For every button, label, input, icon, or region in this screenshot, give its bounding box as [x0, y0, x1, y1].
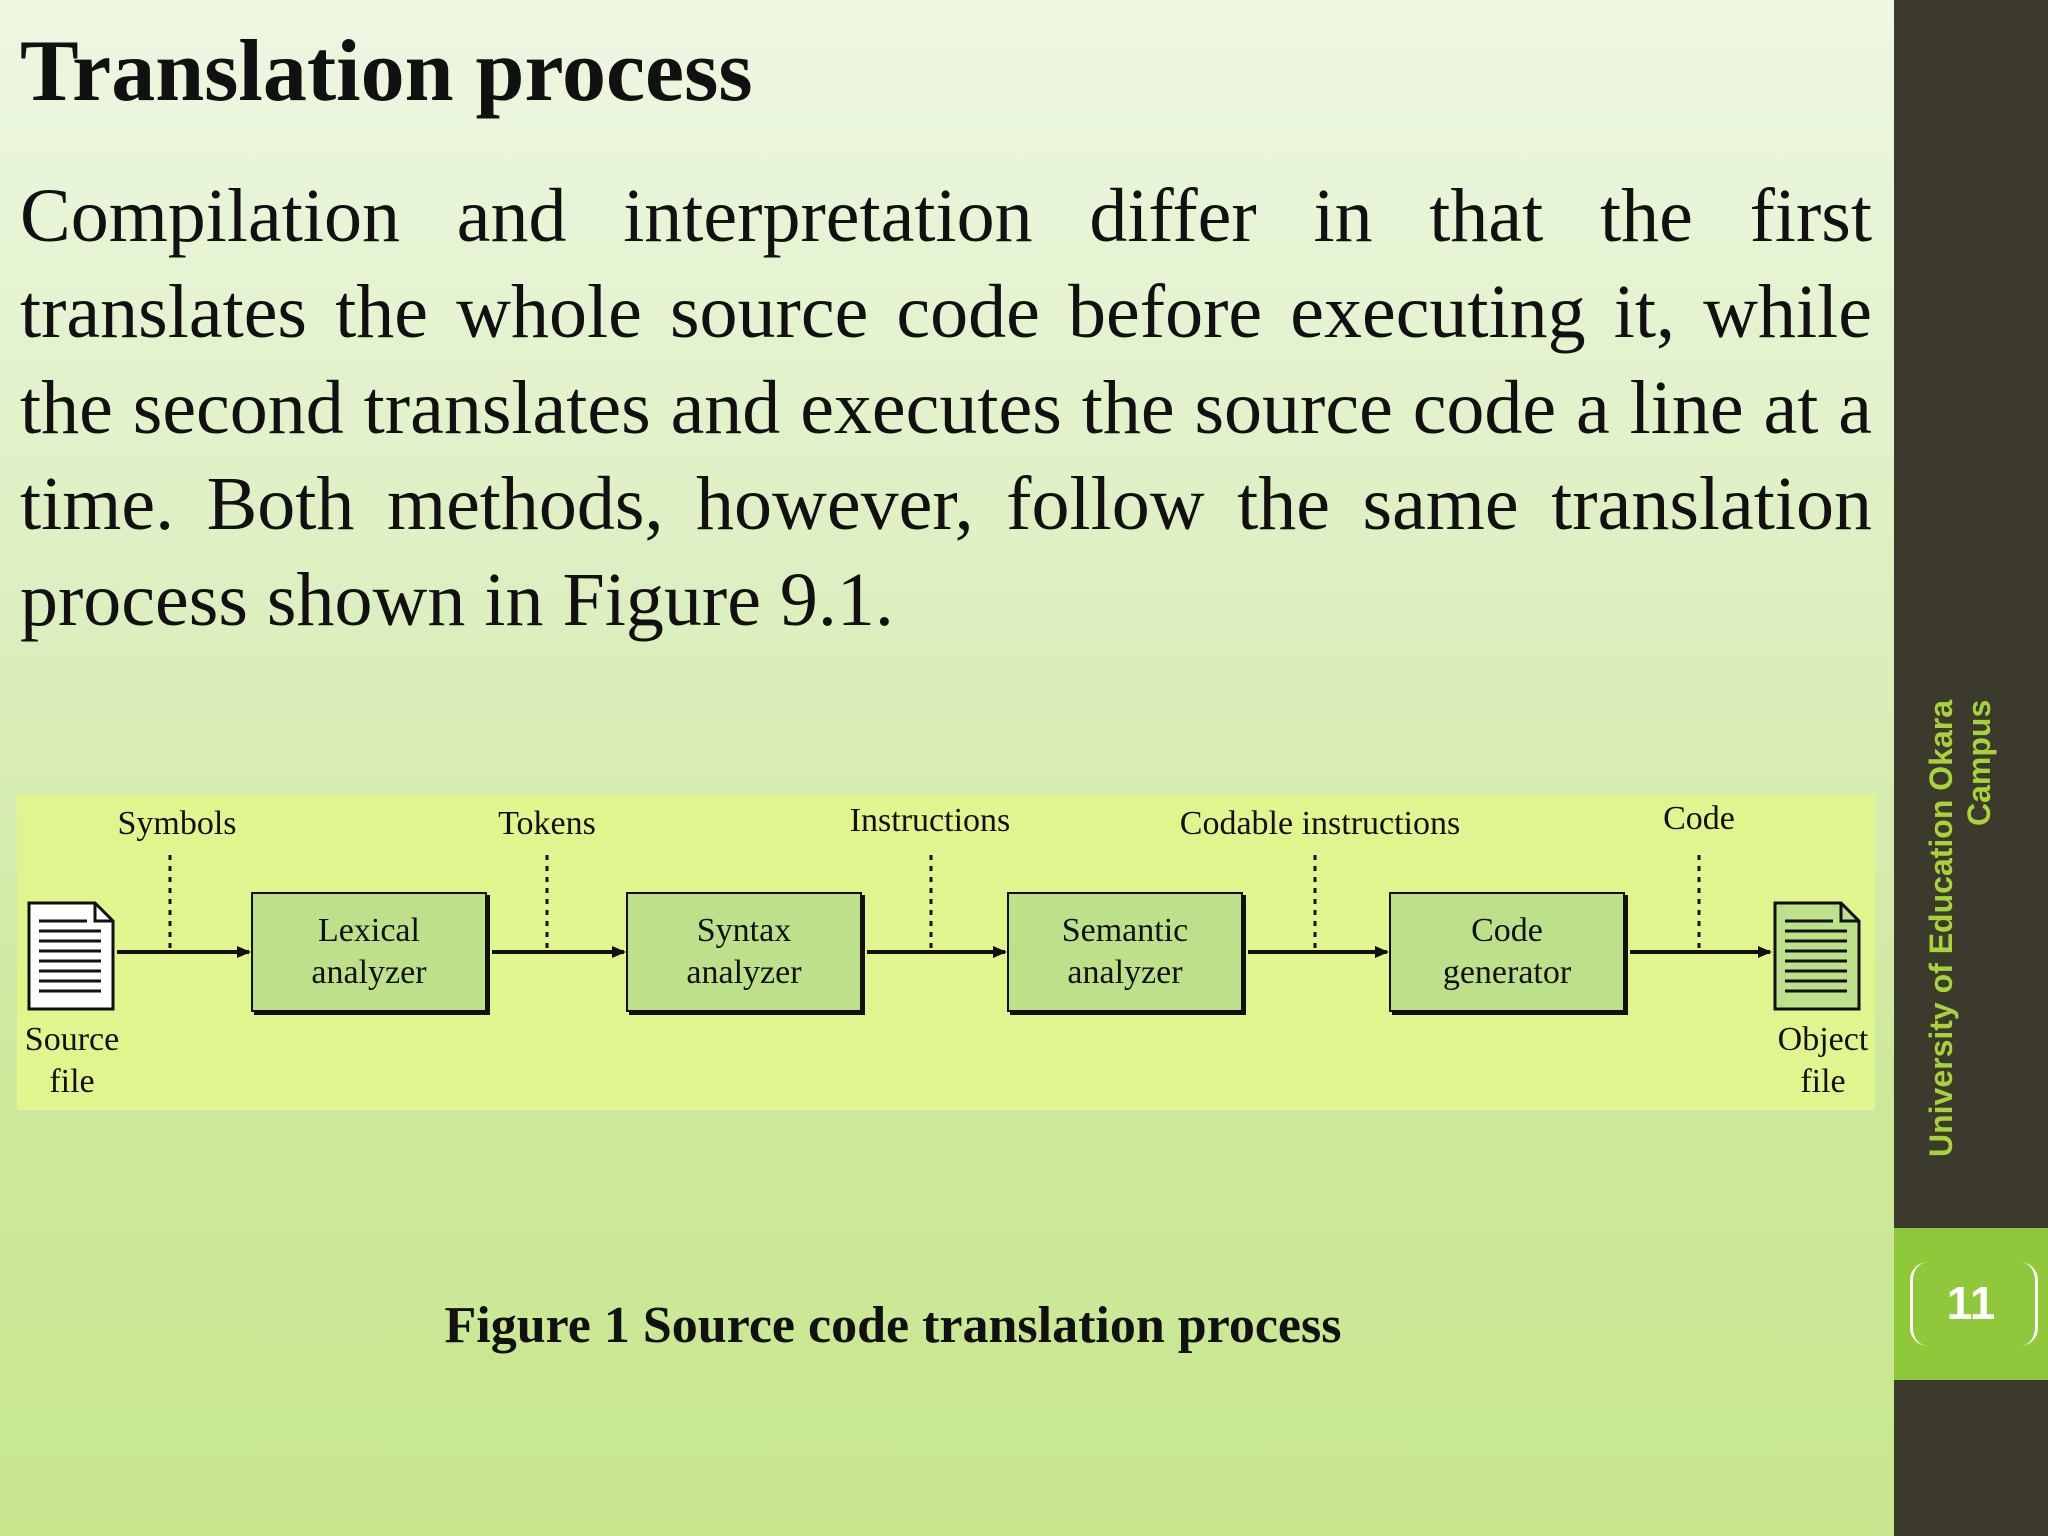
stage-box-semantic-analyzer: Semantic analyzer — [1007, 892, 1246, 1015]
stage-label-line1: Semantic — [1062, 912, 1189, 949]
page-number-bracket — [1910, 1262, 2038, 1346]
flow-label-codable-instructions: Codable instructions — [1180, 805, 1460, 842]
source-file-label-line1: Source — [25, 1021, 119, 1058]
stage-box-code-generator: Code generator — [1389, 892, 1628, 1015]
sidebar-institution-text: University of Education Okara Campus — [1923, 700, 1997, 1158]
stage-label-line2: analyzer — [1067, 954, 1183, 991]
stage-box-syntax-analyzer: Syntax analyzer — [626, 892, 865, 1015]
stage-label-line2: analyzer — [686, 954, 802, 991]
slide-background — [0, 0, 1894, 1536]
page-number: 11 — [1946, 1277, 1996, 1329]
object-file-label-line1: Object — [1778, 1021, 1869, 1058]
figure-caption: Figure 1 Source code translation process — [444, 1297, 1342, 1354]
stage-label-line2: generator — [1443, 954, 1572, 991]
source-file-icon — [27, 901, 115, 1011]
object-file-icon — [1773, 901, 1861, 1011]
source-file-label-line2: file — [49, 1063, 94, 1100]
stage-box-lexical-analyzer: Lexical analyzer — [251, 892, 490, 1015]
slide-body-text: Compilation and interpretation differ in… — [20, 174, 1872, 642]
page-number-badge — [1894, 1228, 2048, 1380]
stage-label-line1: Syntax — [697, 912, 791, 949]
stage-label-line2: analyzer — [311, 954, 427, 991]
translation-process-diagram: Source file Object file Lexical analyzer… — [17, 795, 1875, 1110]
flow-label-symbols: Symbols — [117, 805, 236, 842]
flow-label-instructions: Instructions — [850, 802, 1011, 839]
object-file-label-line2: file — [1800, 1063, 1845, 1100]
stage-label-line1: Code — [1471, 912, 1543, 949]
flow-label-tokens: Tokens — [498, 805, 596, 842]
stage-label-line1: Lexical — [318, 912, 420, 949]
slide-title: Translation process — [20, 23, 753, 120]
flow-label-code: Code — [1663, 800, 1735, 837]
